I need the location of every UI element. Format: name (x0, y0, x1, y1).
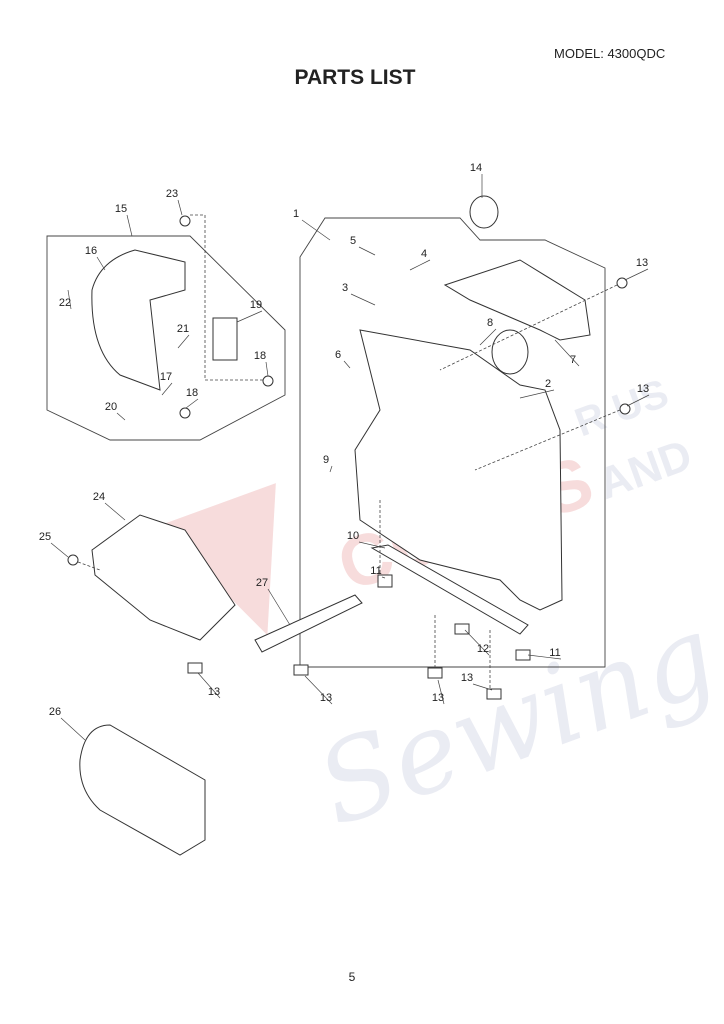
callout-4: 4 (421, 248, 427, 260)
callout-3: 3 (342, 282, 348, 294)
callout-leader (267, 588, 291, 626)
svg-text:AND: AND (592, 430, 698, 509)
callout-leader (350, 293, 376, 306)
group-1-frame (299, 217, 606, 668)
model-number: MODEL: 4300QDC (554, 46, 666, 61)
callout-leader (67, 289, 72, 310)
callout-leader (161, 382, 173, 396)
part-2-frame (354, 329, 563, 611)
callout-leader (185, 398, 199, 409)
callout-11: 11 (549, 647, 560, 659)
callout-leader (96, 256, 106, 271)
callout-5: 5 (350, 235, 356, 247)
callout-18: 18 (254, 350, 266, 362)
callout-leader (479, 328, 497, 346)
callout-20: 20 (105, 401, 117, 413)
part-16-cover (91, 249, 186, 391)
callout-leader (409, 259, 431, 271)
callout-leader (126, 214, 133, 237)
callout-leader (104, 502, 126, 521)
callout-leader (358, 541, 386, 549)
callout-21: 21 (177, 323, 189, 335)
callout-1: 1 (293, 208, 299, 220)
group-15-frame (46, 235, 286, 441)
callout-leader (177, 199, 183, 216)
callout-27: 27 (256, 577, 268, 589)
callout-19: 19 (250, 299, 262, 311)
callout-leader (236, 310, 263, 323)
callout-leader (358, 246, 376, 256)
part-19-hinge (212, 317, 238, 361)
callout-11: 11 (370, 565, 381, 577)
callout-leader (177, 334, 190, 349)
rubber-feet (187, 574, 531, 700)
part-14-knob (469, 195, 499, 229)
callout-leader (437, 679, 445, 705)
callout-6: 6 (335, 349, 341, 361)
callout-leader (50, 542, 69, 558)
part-7-bracket (443, 259, 591, 341)
callout-12: 12 (477, 643, 489, 655)
callout-leader (624, 268, 649, 281)
part-27-bracket (254, 594, 363, 653)
callout-leader (304, 675, 333, 705)
part-24-cover (91, 514, 236, 641)
callout-25: 25 (39, 531, 51, 543)
callout-leader (197, 672, 221, 699)
callout-leader (329, 465, 333, 473)
callout-16: 16 (85, 245, 97, 257)
callout-leader (626, 394, 650, 407)
callout-leader (301, 219, 331, 241)
callout-18: 18 (186, 387, 198, 399)
callout-leader (265, 361, 269, 377)
callout-23: 23 (166, 188, 178, 200)
callout-24: 24 (93, 491, 105, 503)
page-number: 5 (348, 970, 356, 984)
callout-8: 8 (487, 317, 493, 329)
part-10-plate (370, 544, 529, 635)
callout-leader (519, 389, 555, 399)
callout-leader (554, 339, 580, 367)
page-title: PARTS LIST (294, 66, 416, 89)
callout-17: 17 (160, 371, 172, 383)
callout-13: 13 (637, 383, 649, 395)
callout-leader (116, 412, 126, 421)
callout-13: 13 (461, 672, 473, 684)
callout-7: 7 (570, 354, 576, 366)
callout-22: 22 (59, 297, 71, 309)
callout-14: 14 (470, 162, 482, 174)
callout-13: 13 (636, 257, 648, 269)
callout-13: 13 (432, 692, 444, 704)
callout-13: 13 (320, 692, 332, 704)
callout-13: 13 (208, 686, 220, 698)
callout-leader (343, 360, 351, 369)
callout-10: 10 (347, 530, 359, 542)
callout-26: 26 (49, 706, 61, 718)
callout-2: 2 (545, 378, 551, 390)
assembly-lines (77, 214, 621, 690)
callout-9: 9 (323, 454, 329, 466)
callout-leader (464, 629, 490, 656)
callout-leader (527, 654, 562, 660)
callout-leader (472, 683, 493, 691)
callout-leader (60, 717, 86, 741)
callout-leader (381, 576, 386, 579)
screws (67, 215, 631, 566)
part-8-pulley (491, 329, 529, 375)
callout-15: 15 (115, 203, 127, 215)
part-26-cover (79, 724, 206, 856)
